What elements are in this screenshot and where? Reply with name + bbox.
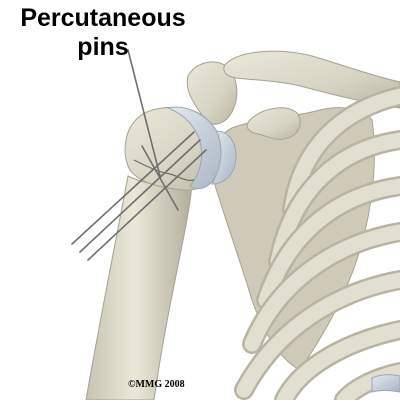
humerus-shaft xyxy=(85,175,193,401)
coracoid-process xyxy=(246,107,301,140)
pin-vertical xyxy=(127,49,161,177)
pin-4 xyxy=(141,145,179,211)
percutaneous-pins xyxy=(71,49,207,261)
acromion xyxy=(186,61,238,125)
costal-cartilage xyxy=(371,374,400,393)
rib-cage xyxy=(234,86,400,405)
percutaneous-pins-label: Percutaneous pins xyxy=(8,4,198,62)
label-line-1: Percutaneous xyxy=(20,4,186,32)
pin-2 xyxy=(79,139,201,253)
pin-1 xyxy=(71,131,195,245)
pin-3 xyxy=(87,149,207,261)
fracture-line xyxy=(133,159,195,181)
humeral-head-cartilage xyxy=(166,106,222,190)
copyright-credit: ©MMG 2008 xyxy=(128,379,185,390)
label-line-2: pins xyxy=(77,33,129,61)
